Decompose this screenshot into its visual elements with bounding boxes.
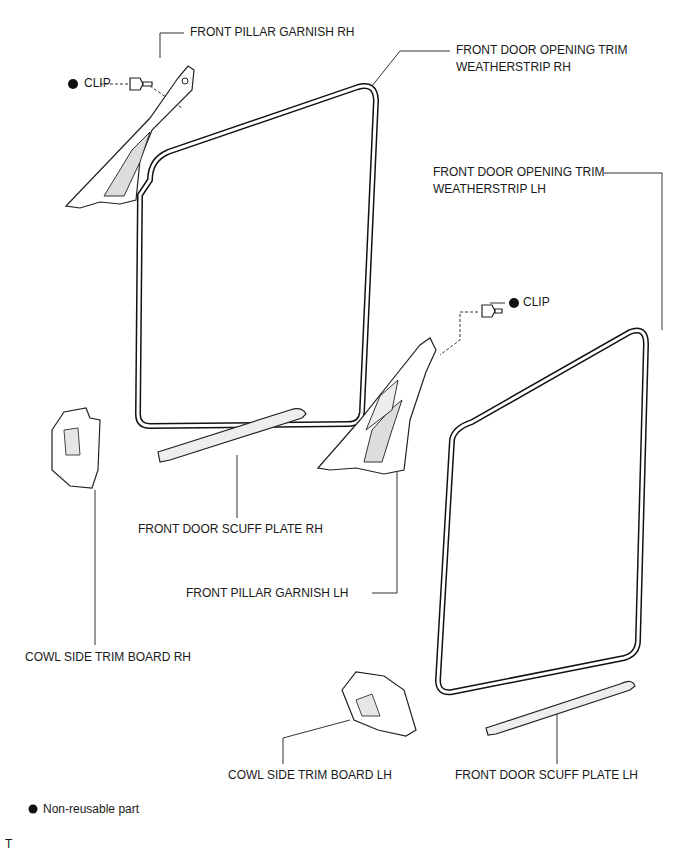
part-name: FRONT PILLAR GARNISH RH [190, 24, 354, 41]
part-name: CLIP [84, 75, 111, 92]
part-name: FRONT DOOR SCUFF PLATE RH [138, 521, 323, 538]
part-name: COWL SIDE TRIM BOARD RH [25, 649, 191, 666]
part-name: COWL SIDE TRIM BOARD LH [228, 767, 392, 784]
part-name: FRONT DOOR SCUFF PLATE LH [455, 767, 638, 784]
part-name: FRONT PILLAR GARNISH LH [186, 585, 348, 602]
part-name: CLIP [523, 294, 550, 311]
part-name: FRONT DOOR OPENING TRIM WEATHERSTRIP RH [456, 42, 636, 76]
part-name: FRONT DOOR OPENING TRIM WEATHERSTRIP LH [433, 164, 613, 198]
legend-text: Non-reusable part [43, 801, 139, 818]
figure-code: T [5, 836, 12, 852]
